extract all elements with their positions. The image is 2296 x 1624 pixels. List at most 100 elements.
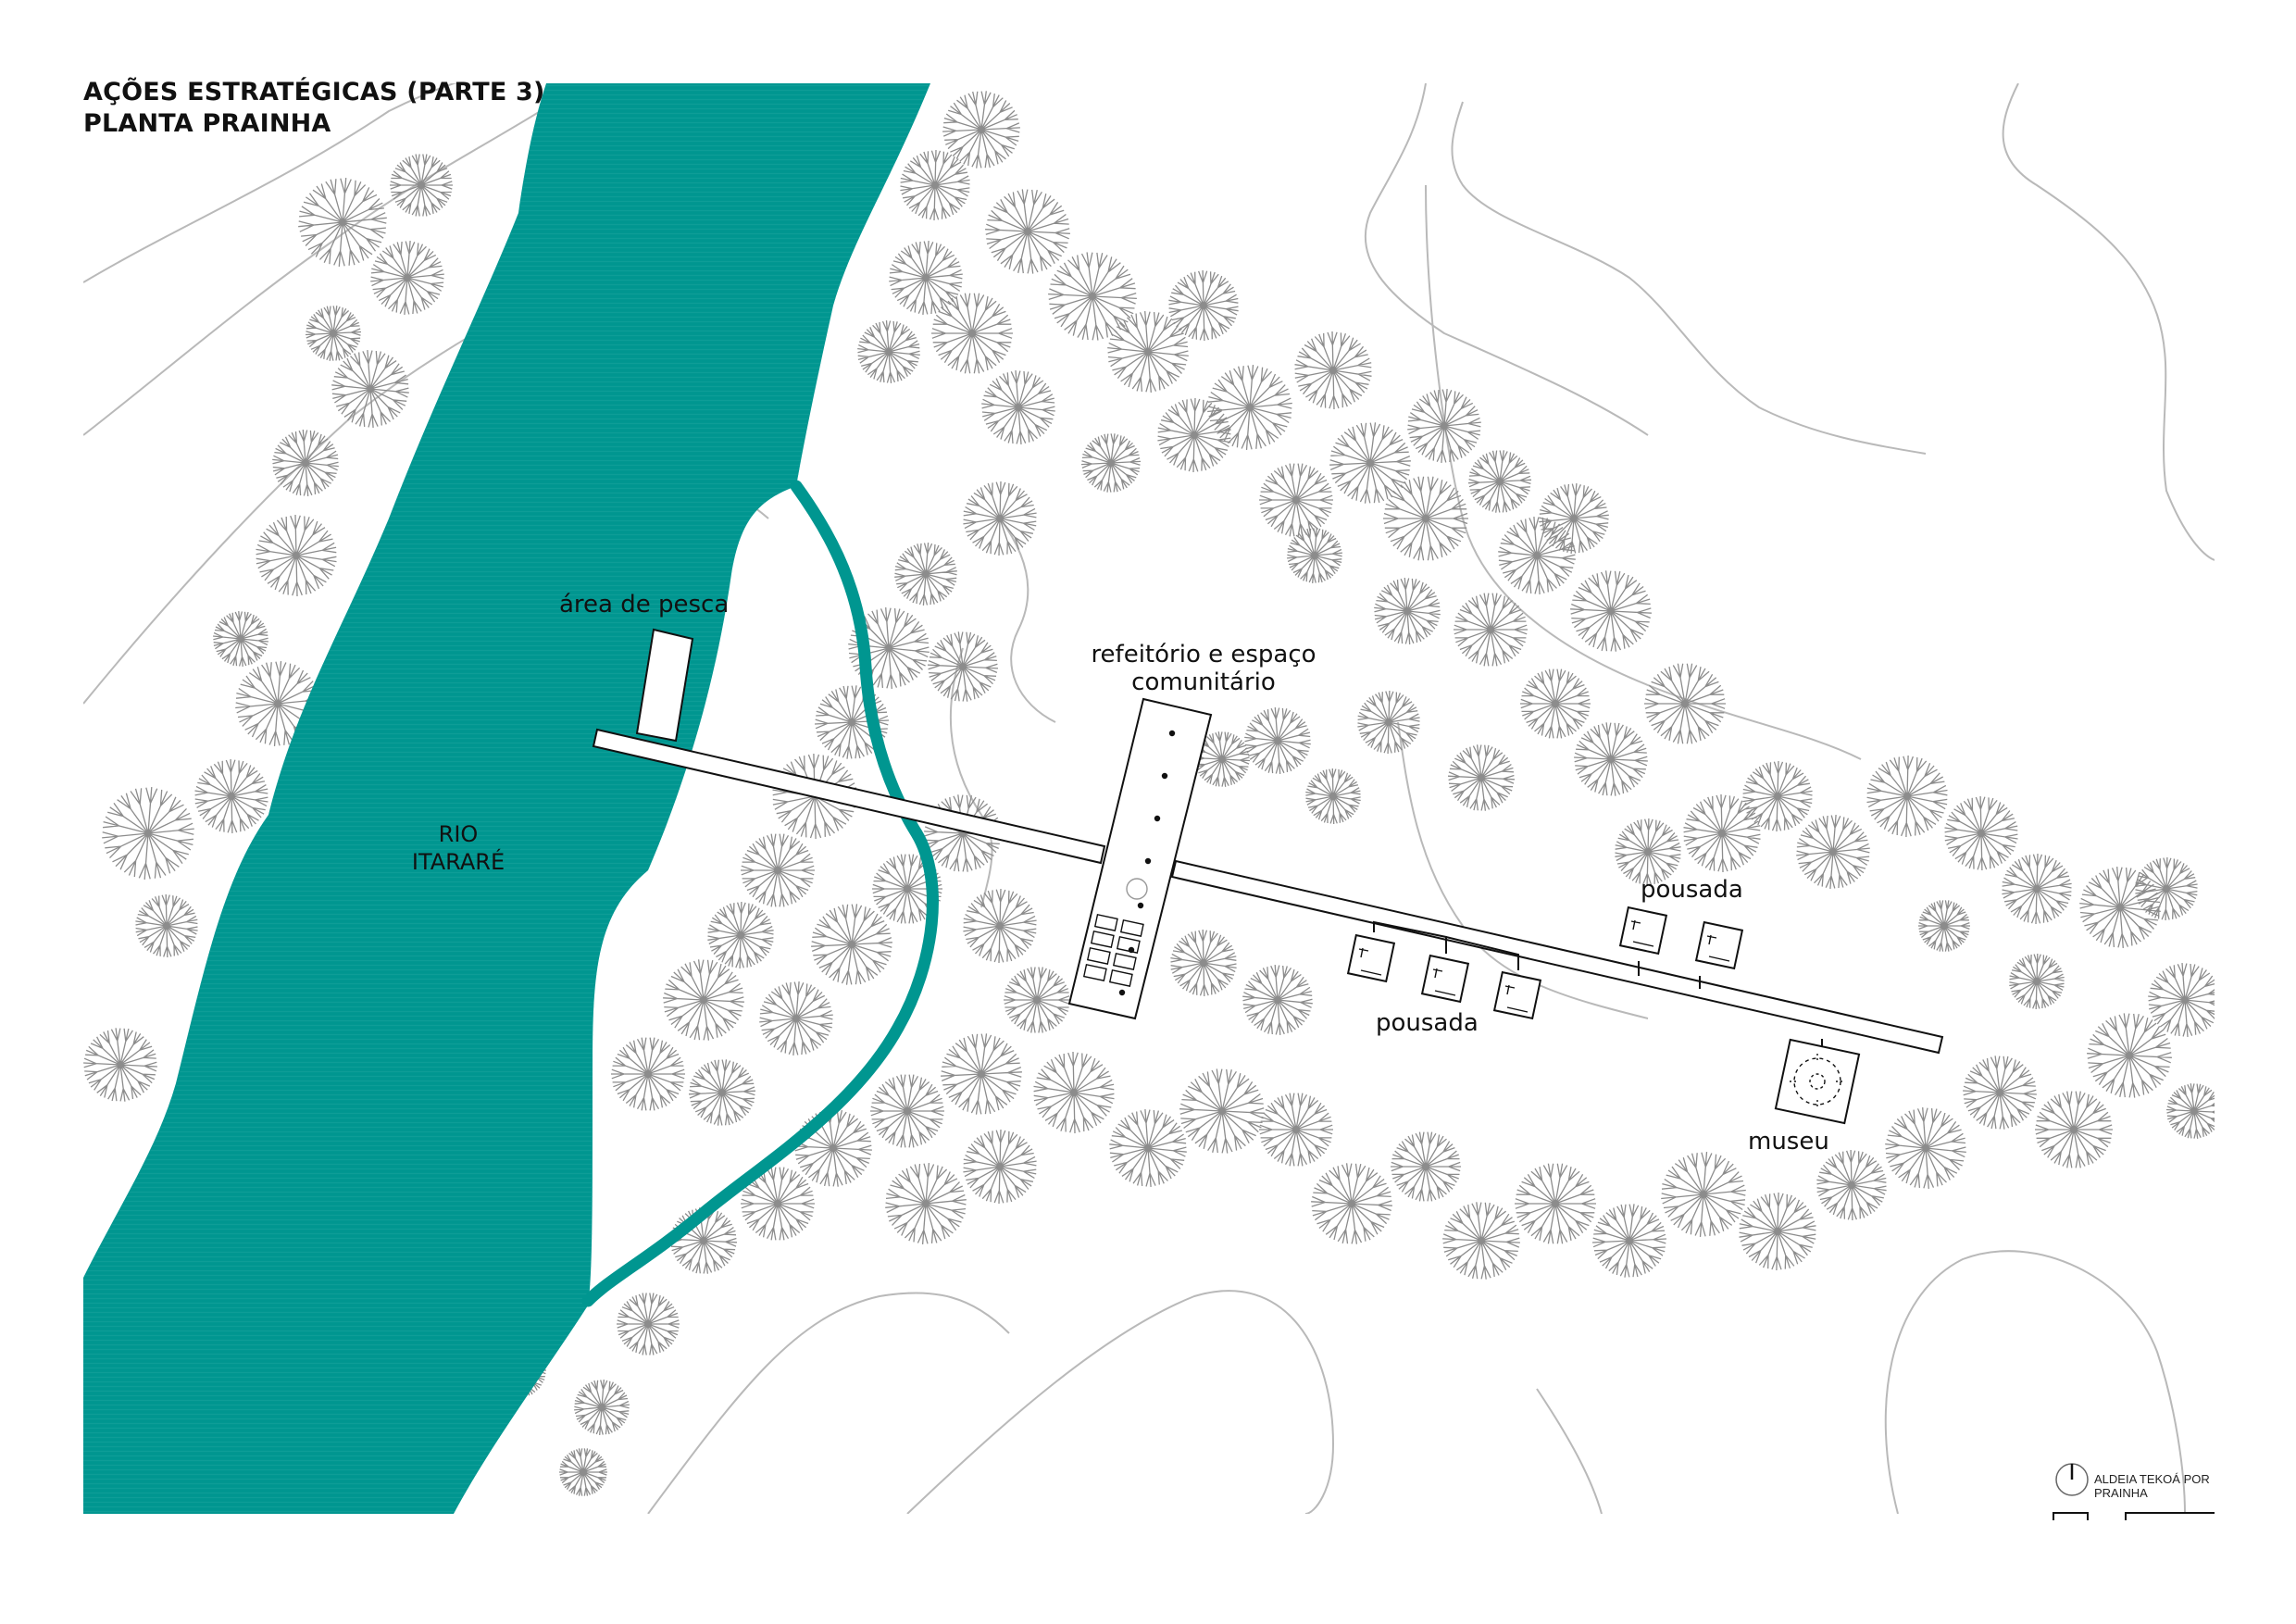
tree-canopy-icon [272, 430, 339, 496]
tree-canopy-icon [963, 1129, 1037, 1205]
tree-canopy-icon [617, 1293, 680, 1355]
tree-canopy-icon [1383, 476, 1468, 561]
tree-canopies [83, 91, 2215, 1496]
tree-canopy-icon [2135, 856, 2198, 921]
tree-canopy-icon [1520, 668, 1591, 739]
tree-canopy-icon [1885, 1107, 1966, 1189]
river-label: RIO ITARARÉ [407, 820, 509, 876]
tree-canopy-icon [741, 1167, 815, 1241]
tree-canopy-icon [1644, 663, 1726, 744]
tree-canopy-icon [1107, 311, 1189, 393]
refectory-label-line2: comunitário [1131, 668, 1276, 696]
river-label-line1: RIO [438, 821, 479, 847]
project-stamp-line2: PRAINHA [2094, 1486, 2148, 1500]
inn-lower-2 [1420, 954, 1470, 1004]
tree-canopy-icon [1311, 1163, 1392, 1244]
museum-building [1774, 1038, 1861, 1125]
building-details [1082, 878, 1845, 1109]
tree-canopy-icon [1539, 483, 1609, 554]
fishing-pier [635, 628, 694, 743]
tree-canopy-icon [985, 189, 1070, 274]
tree-canopy-icon [1193, 731, 1251, 787]
refectory-building [1067, 697, 1213, 1020]
page-title: AÇÕES ESTRATÉGICAS (PARTE 3) [83, 78, 545, 106]
tree-canopy-icon [857, 320, 920, 383]
tree-canopy-icon [235, 661, 320, 746]
tree-canopy-icon [1357, 690, 1420, 755]
tree-canopy-icon [663, 959, 744, 1041]
tree-canopy-icon [963, 481, 1037, 556]
tree-canopy-icon [194, 758, 268, 834]
tree-canopy-icon [2087, 1013, 2172, 1098]
tree-canopy-icon [1742, 760, 1813, 832]
tree-canopy-icon [1109, 1109, 1187, 1187]
tree-canopy-icon [102, 787, 194, 880]
tree-canopy-icon [900, 149, 970, 221]
tree-canopy-icon [574, 1380, 630, 1435]
inn-upper-label: pousada [1641, 876, 1743, 904]
tree-canopy-icon [2165, 1083, 2215, 1139]
refectory-columns [1118, 730, 1176, 996]
tree-canopy-icon [1287, 528, 1342, 583]
tree-canopy-icon [1515, 1163, 1596, 1244]
fishing-area-label: área de pesca [559, 591, 730, 618]
stream [581, 480, 939, 1307]
refectory-tables [1082, 914, 1144, 987]
tree-canopy-icon [1391, 1131, 1461, 1202]
tree-canopy-icon [390, 154, 453, 217]
buildings [592, 628, 1944, 1125]
inn-lower-label: pousada [1376, 1009, 1479, 1037]
tree-canopy-icon [1033, 1051, 1115, 1134]
tree-canopy-icon [213, 611, 268, 667]
refectory-label: refeitório e espaço comunitário [1083, 641, 1324, 696]
tree-canopy-icon [135, 893, 198, 958]
tree-canopy-icon [931, 293, 1013, 374]
inn-upper-2 [1694, 920, 1744, 970]
tree-canopy-icon [872, 854, 942, 924]
tree-canopy-icon [1207, 365, 1292, 450]
tree-canopy-icon [894, 543, 957, 606]
walkway-east [1170, 859, 1944, 1055]
tree-canopy-icon [1447, 744, 1516, 811]
tree-canopy-icon [1591, 1204, 1667, 1278]
tree-canopy-icon [1157, 397, 1231, 473]
tree-canopy-icon [1683, 793, 1761, 873]
tree-canopy-icon [1442, 1202, 1520, 1280]
tree-canopy-icon [1244, 707, 1311, 774]
project-stamp-line1: ALDEIA TEKOÁ POR [2094, 1472, 2210, 1486]
refectory-label-line1: refeitório e espaço [1091, 641, 1316, 668]
page-subtitle: PLANTA PRAINHA [83, 109, 331, 138]
tree-canopy-icon [885, 1163, 967, 1244]
tree-canopy-icon [1179, 1068, 1265, 1154]
river-label-line2: ITARARÉ [411, 849, 505, 875]
tree-canopy-icon [1918, 900, 1970, 952]
tree-canopy-icon [611, 1037, 685, 1111]
tree-canopy-icon [256, 514, 337, 597]
tree-canopy-icon [1615, 818, 1681, 886]
tree-canopy-icon [2009, 953, 2065, 1010]
tree-canopy-icon [1048, 252, 1137, 341]
museum-label: museu [1748, 1128, 1829, 1156]
tree-canopy-icon [870, 1074, 944, 1148]
tree-canopy-icon [2035, 1091, 2113, 1168]
tree-canopy-icon [1004, 967, 1070, 1033]
tree-canopy-icon [688, 1059, 756, 1126]
tree-canopy-icon [1374, 578, 1441, 644]
tree-canopy-icon [1259, 463, 1333, 537]
tree-canopy-icon [370, 241, 444, 315]
tree-canopy-icon [1944, 795, 2018, 871]
tree-canopy-icon [2079, 867, 2161, 948]
tree-canopy-icon [1170, 929, 1237, 997]
tree-canopy-icon [942, 91, 1020, 169]
tree-canopy-icon [1329, 422, 1411, 504]
tree-canopy-icon [889, 241, 963, 315]
north-arrow-icon [2055, 1463, 2089, 1496]
tree-canopy-icon [1168, 269, 1239, 342]
tree-canopy-icon [1661, 1152, 1746, 1237]
tree-canopy-icon [305, 306, 362, 361]
tree-canopy-icon [941, 1033, 1022, 1115]
tree-canopy-icon [794, 1109, 872, 1187]
tree-canopy-icon [1816, 1149, 1887, 1221]
tree-canopy-icon [1574, 722, 1648, 796]
